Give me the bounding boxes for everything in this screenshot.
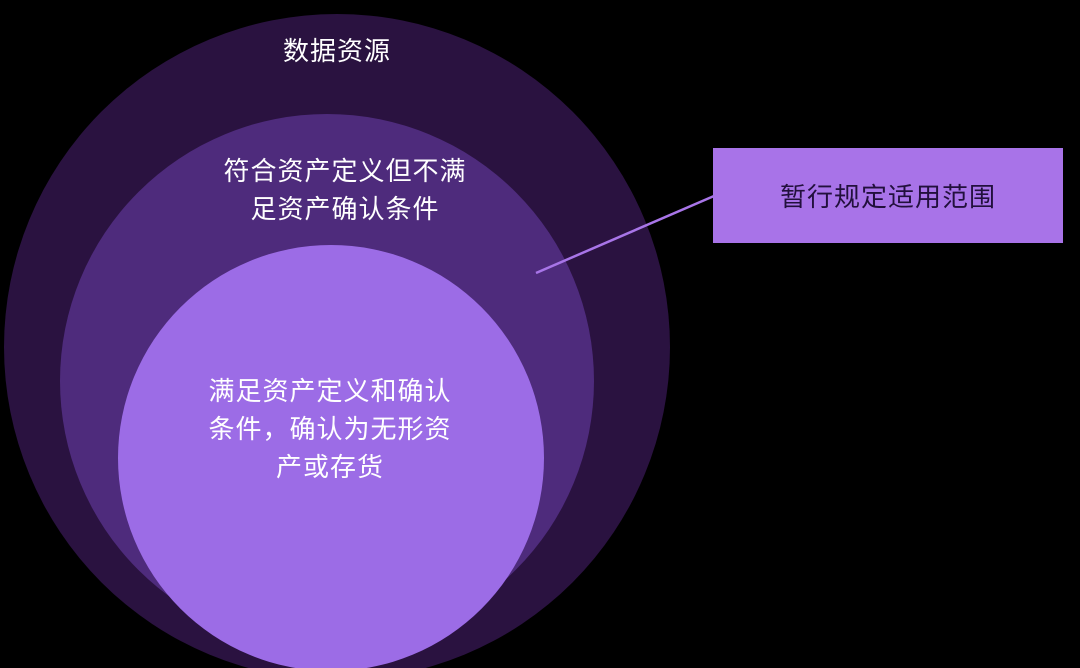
middle-circle-label: 符合资产定义但不满 足资产确认条件 xyxy=(223,156,467,224)
inner-circle-label: 满足资产定义和确认 条件，确认为无形资 产或存货 xyxy=(208,376,452,482)
inner-circle xyxy=(118,245,544,668)
outer-circle-label: 数据资源 xyxy=(282,36,391,66)
callout-box: 暂行规定适用范围 xyxy=(713,148,1063,243)
callout-label: 暂行规定适用范围 xyxy=(779,182,996,212)
